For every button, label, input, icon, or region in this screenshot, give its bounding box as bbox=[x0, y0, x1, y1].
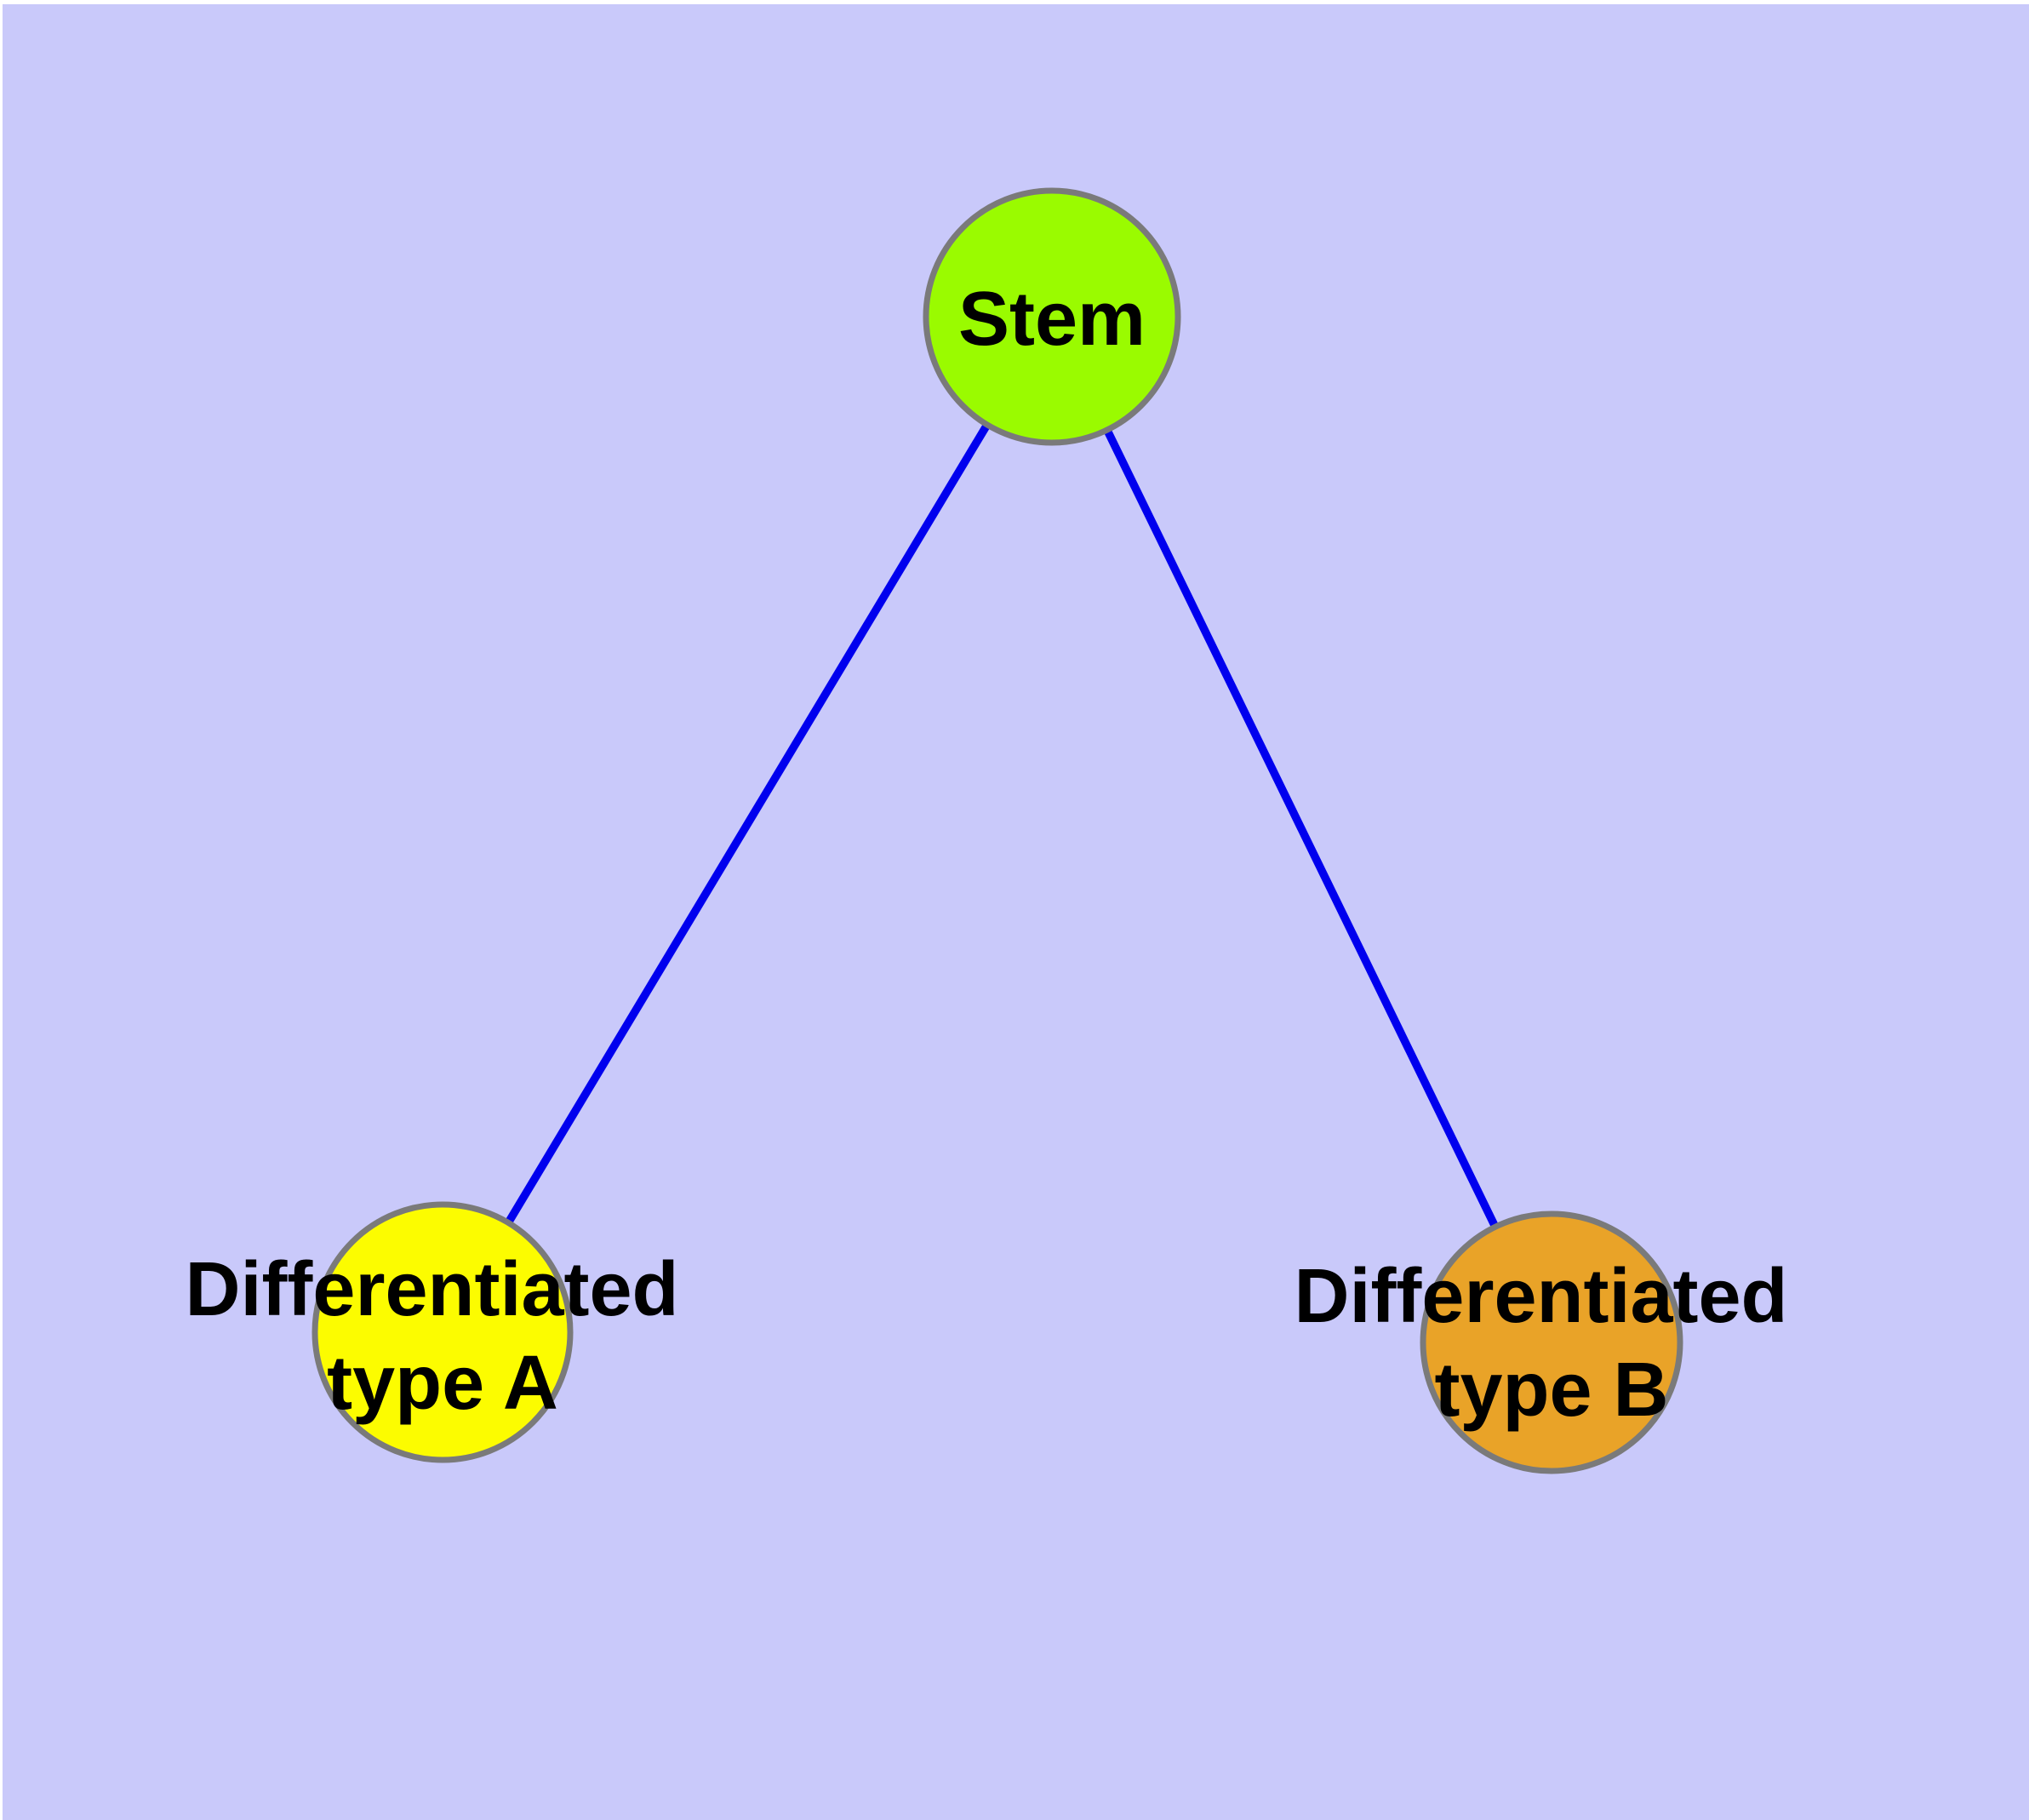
node-type-b-label-line1: Differentiated bbox=[1294, 1254, 1787, 1339]
edge-stem-to-type-a bbox=[438, 314, 1056, 1335]
node-stem bbox=[923, 187, 1181, 446]
node-differentiated-type-b-label: Differentiated type B bbox=[1294, 1254, 1809, 1433]
node-stem-label: Stem bbox=[958, 277, 1146, 362]
node-type-a-label-line2: type A bbox=[327, 1341, 558, 1426]
node-stem-label-line1: Stem bbox=[958, 277, 1146, 362]
node-differentiated-type-a bbox=[311, 1201, 574, 1463]
node-differentiated-type-b bbox=[1420, 1210, 1683, 1474]
node-differentiated-type-a-label: Differentiated type A bbox=[185, 1247, 700, 1426]
node-type-b-label-line2: type B bbox=[1434, 1348, 1668, 1433]
edge-stem-to-type-b bbox=[1048, 314, 1556, 1345]
node-type-a-label-line1: Differentiated bbox=[185, 1247, 678, 1332]
